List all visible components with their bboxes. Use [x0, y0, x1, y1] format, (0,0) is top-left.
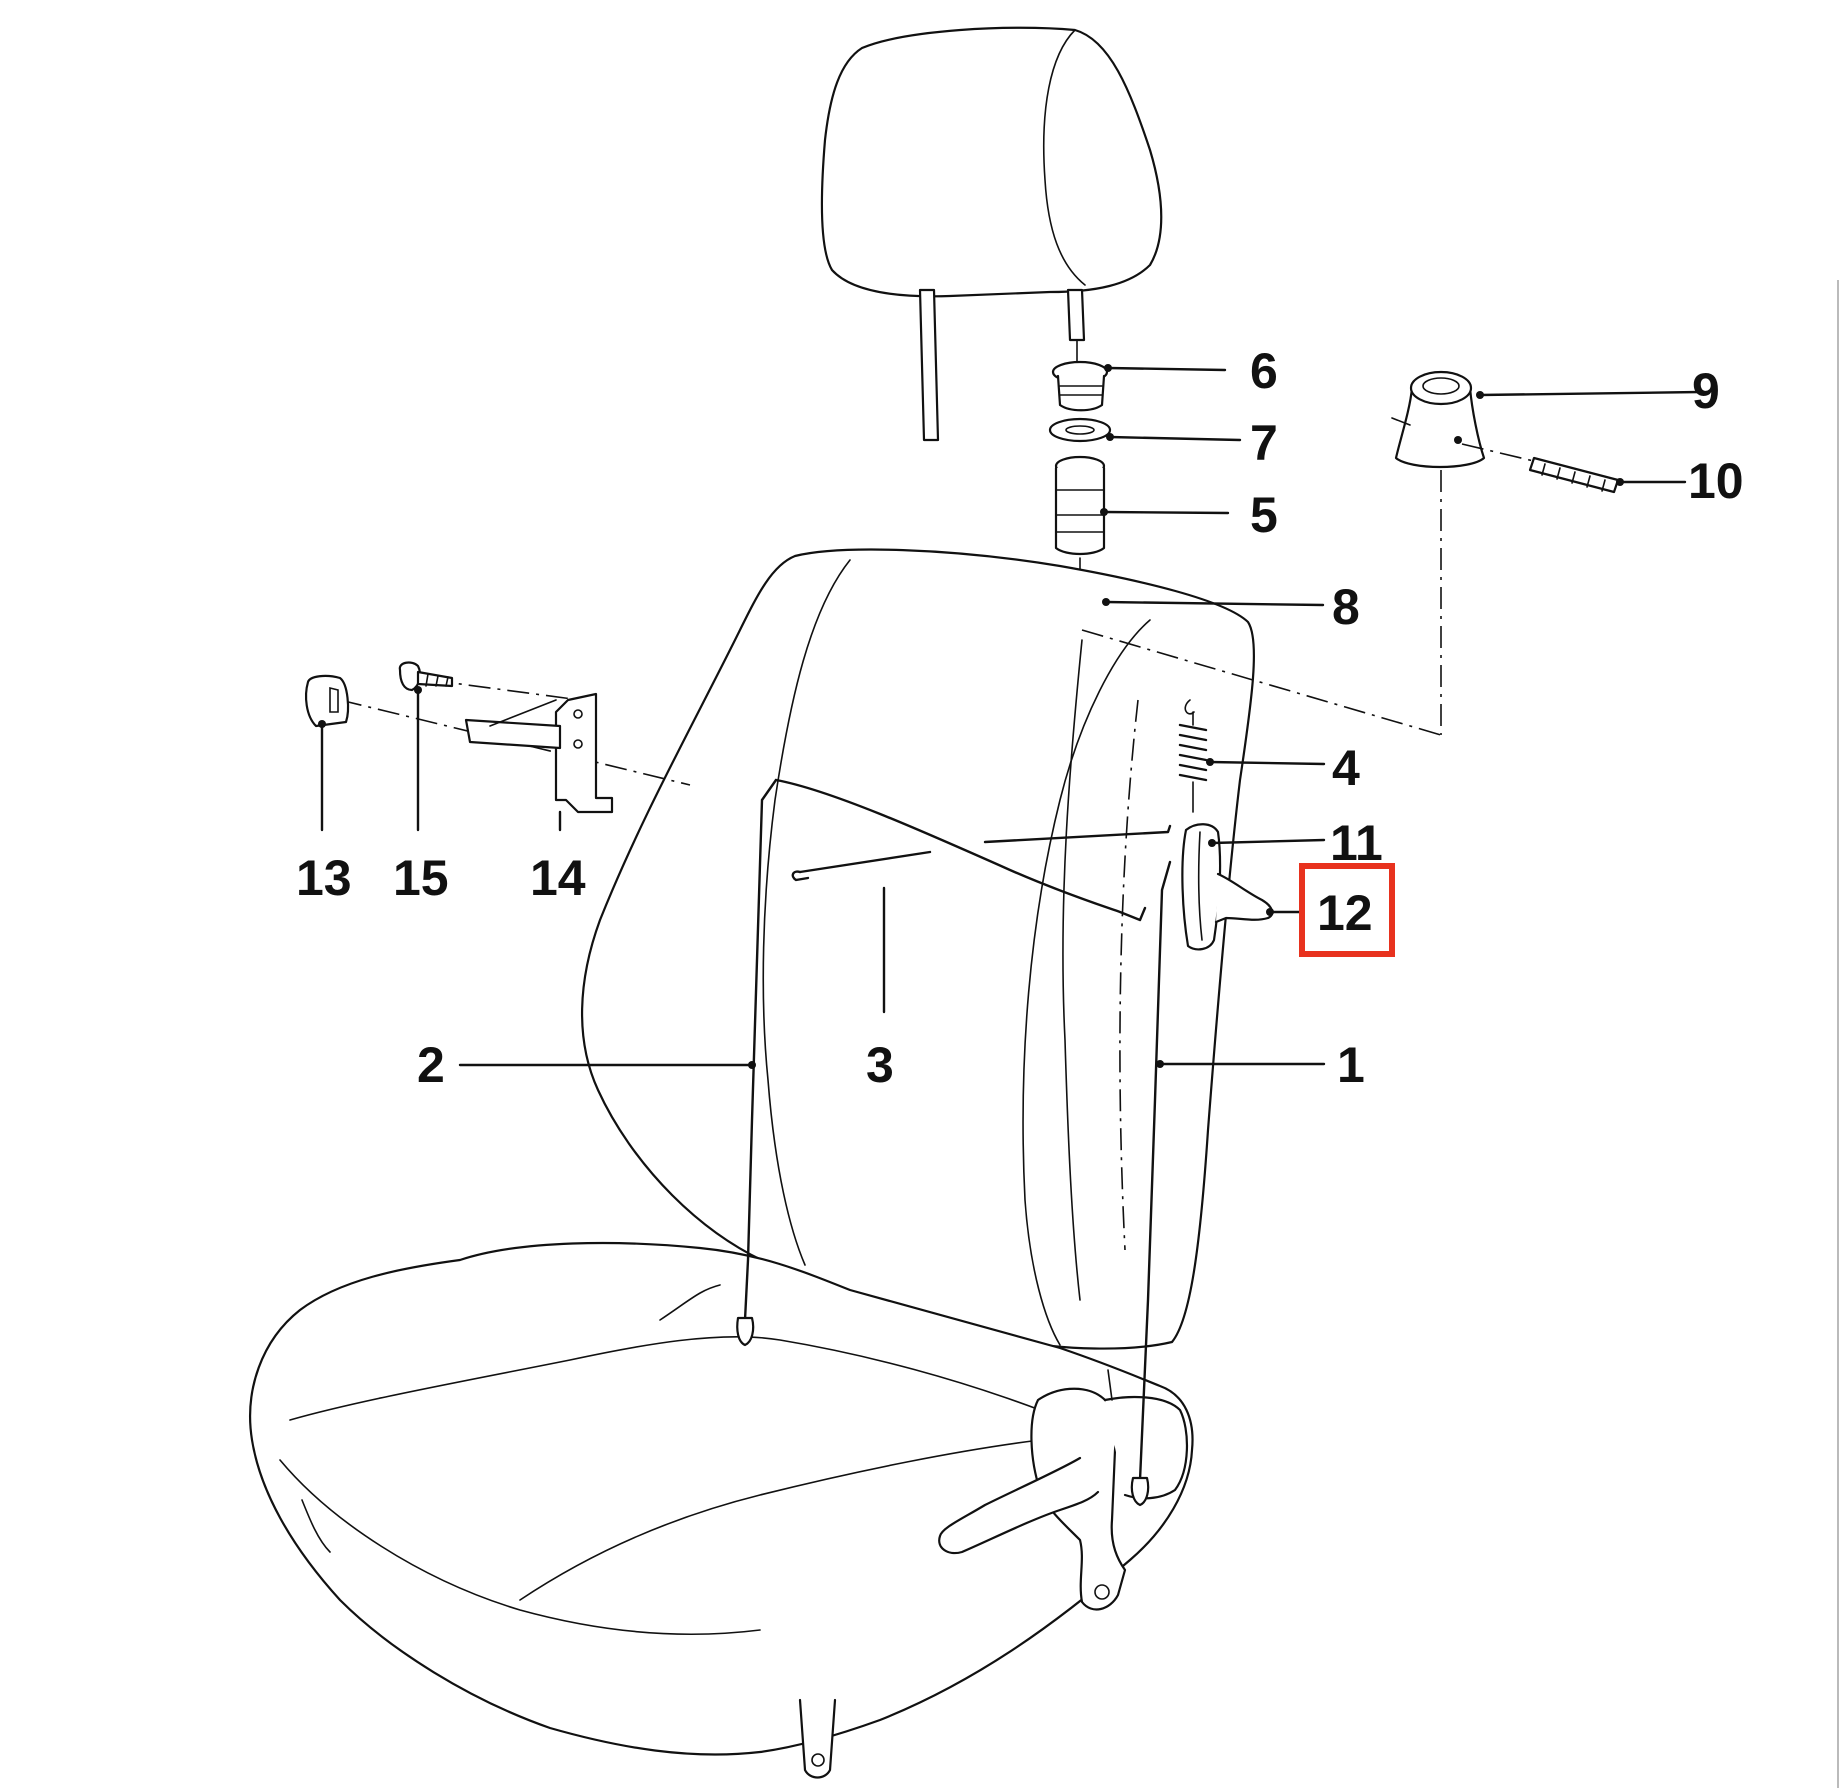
- axis-line-top: [1081, 629, 1442, 736]
- label-part-5: 5: [1250, 487, 1278, 543]
- leader-lines: [318, 364, 1702, 1069]
- recline-hinge: [938, 1369, 1188, 1611]
- label-part-1: 1: [1337, 1037, 1365, 1093]
- seat-back: [581, 548, 1255, 1350]
- label-part-15: 15: [393, 850, 449, 906]
- label-part-12: 12: [1317, 885, 1373, 941]
- release-lever-handle: [1214, 872, 1274, 924]
- label-part-6: 6: [1250, 343, 1278, 399]
- adjuster-knob: [1391, 370, 1539, 735]
- axis-line-left: [339, 699, 691, 786]
- label-part-8: 8: [1332, 579, 1360, 635]
- axis-line-small: [429, 679, 581, 701]
- adjuster-pin: [1528, 456, 1620, 494]
- rod-3: [774, 778, 1172, 922]
- headrest: [820, 26, 1163, 442]
- spring: [1178, 699, 1208, 813]
- seat-cushion: [249, 1241, 1194, 1779]
- label-part-14: 14: [530, 850, 586, 906]
- label-part-7: 7: [1250, 415, 1278, 471]
- label-part-10: 10: [1688, 453, 1744, 509]
- bracket: [464, 692, 614, 814]
- cable-rod-2: [736, 778, 778, 1347]
- label-part-11: 11: [1330, 815, 1383, 871]
- label-part-9: 9: [1692, 363, 1720, 419]
- bolt: [398, 661, 454, 692]
- label-part-4: 4: [1332, 740, 1360, 796]
- release-lever-housing: [1181, 823, 1222, 951]
- cable-rod-1: [1130, 860, 1172, 1507]
- label-part-3: 3: [866, 1037, 894, 1093]
- highlight-box: [1299, 863, 1395, 957]
- label-part-13: 13: [296, 850, 352, 906]
- cap-cover: [305, 674, 350, 728]
- label-part-2: 2: [417, 1037, 445, 1093]
